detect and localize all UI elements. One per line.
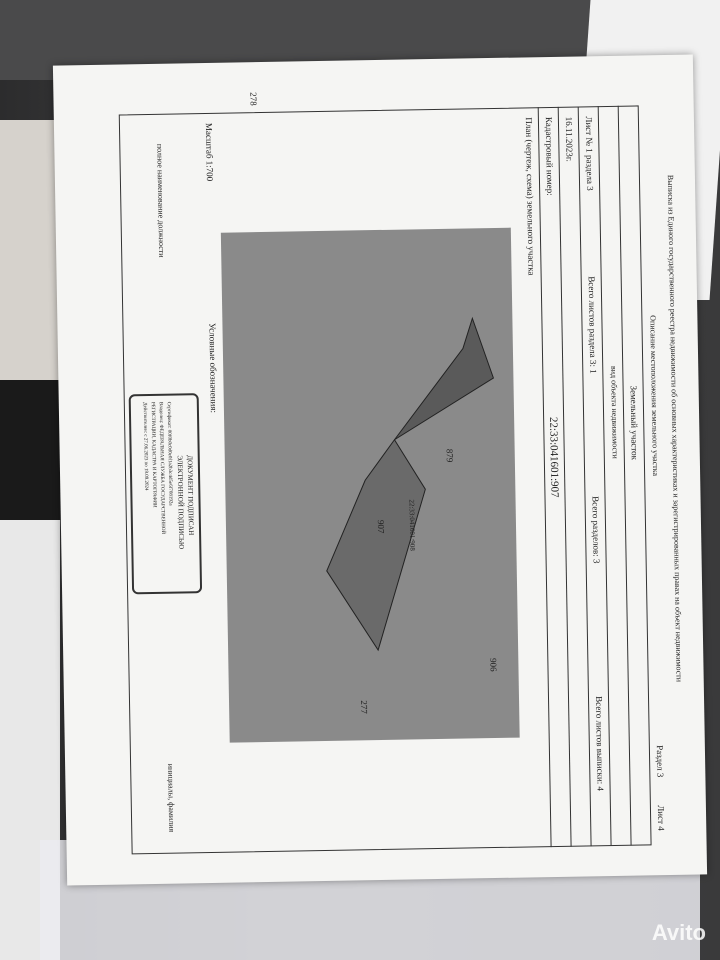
stamp-line: ЭЛЕКТРОННОЙ ПОДПИСЬЮ — [175, 455, 186, 550]
stamp-line: ДОКУМЕНТ ПОДПИСАН — [185, 455, 196, 536]
parcel-879 — [394, 316, 495, 441]
sheet-label: Лист 4 — [655, 805, 667, 831]
e-signature-stamp: ДОКУМЕНТ ПОДПИСАН ЭЛЕКТРОННОЙ ПОДПИСЬЮ С… — [128, 393, 203, 595]
label-cadastral-neighbour: 22:33:041601:908 — [407, 499, 417, 551]
watermark-logo: Avito — [651, 920, 706, 945]
parcel-shapes — [326, 316, 495, 652]
scale-label: Масштаб 1:700 — [203, 122, 215, 182]
cadastral-label: Кадастровый номер: — [543, 116, 556, 196]
stamp-line: Сертификат: 00f0b0c0d0e0f1a2b3c4d5e6f708… — [165, 401, 173, 506]
document-title: Выписка из Единого государственного реес… — [665, 174, 684, 683]
signature-caption: инициалы, фамилия — [166, 763, 177, 833]
document-date: 16.11.2023г. — [563, 116, 575, 162]
sheets-in-section: Всего листов раздела 3: 1 — [586, 276, 599, 374]
document-subtitle: Описание местоположения земельного участ… — [648, 315, 661, 477]
section-label: Раздел 3 — [654, 745, 666, 778]
label-906: 906 — [488, 657, 499, 672]
sheet-number: Лист № 1 раздела 3 — [583, 116, 596, 191]
cadastral-number: 22:33:041601:907 — [547, 416, 561, 498]
object-type-caption: вид объекта недвижимости — [609, 365, 620, 459]
label-907: 907 — [375, 519, 387, 534]
stamp-line: РЕГИСТРАЦИИ, КАДАСТРА И КАРТОГРАФИИ — [149, 401, 157, 508]
document-rotated-content: Выписка из Единого государственного реес… — [53, 54, 707, 885]
parcel-907 — [326, 438, 426, 652]
stamp-line: Владелец: ФЕДЕРАЛЬНАЯ СЛУЖБА ГОСУДАРСТВЕ… — [157, 401, 166, 535]
label-277: 277 — [359, 700, 370, 714]
legend-label: Условные обозначения: — [207, 322, 219, 413]
label-879: 879 — [444, 448, 455, 463]
label-278: 278 — [248, 92, 259, 106]
document-sheet: Выписка из Единого государственного реес… — [52, 54, 708, 886]
plan-drawing: 278 879 907 906 277 22:33:041601:908 — [220, 92, 520, 743]
stamp-line: Действителен: с 27.06.2023 по 19.09.2024 — [141, 402, 149, 491]
sections-total: Всего разделов: 3 — [590, 496, 602, 564]
sheets-total: Всего листов выписки: 4 — [593, 696, 606, 792]
object-type: Земельный участок — [628, 385, 640, 461]
